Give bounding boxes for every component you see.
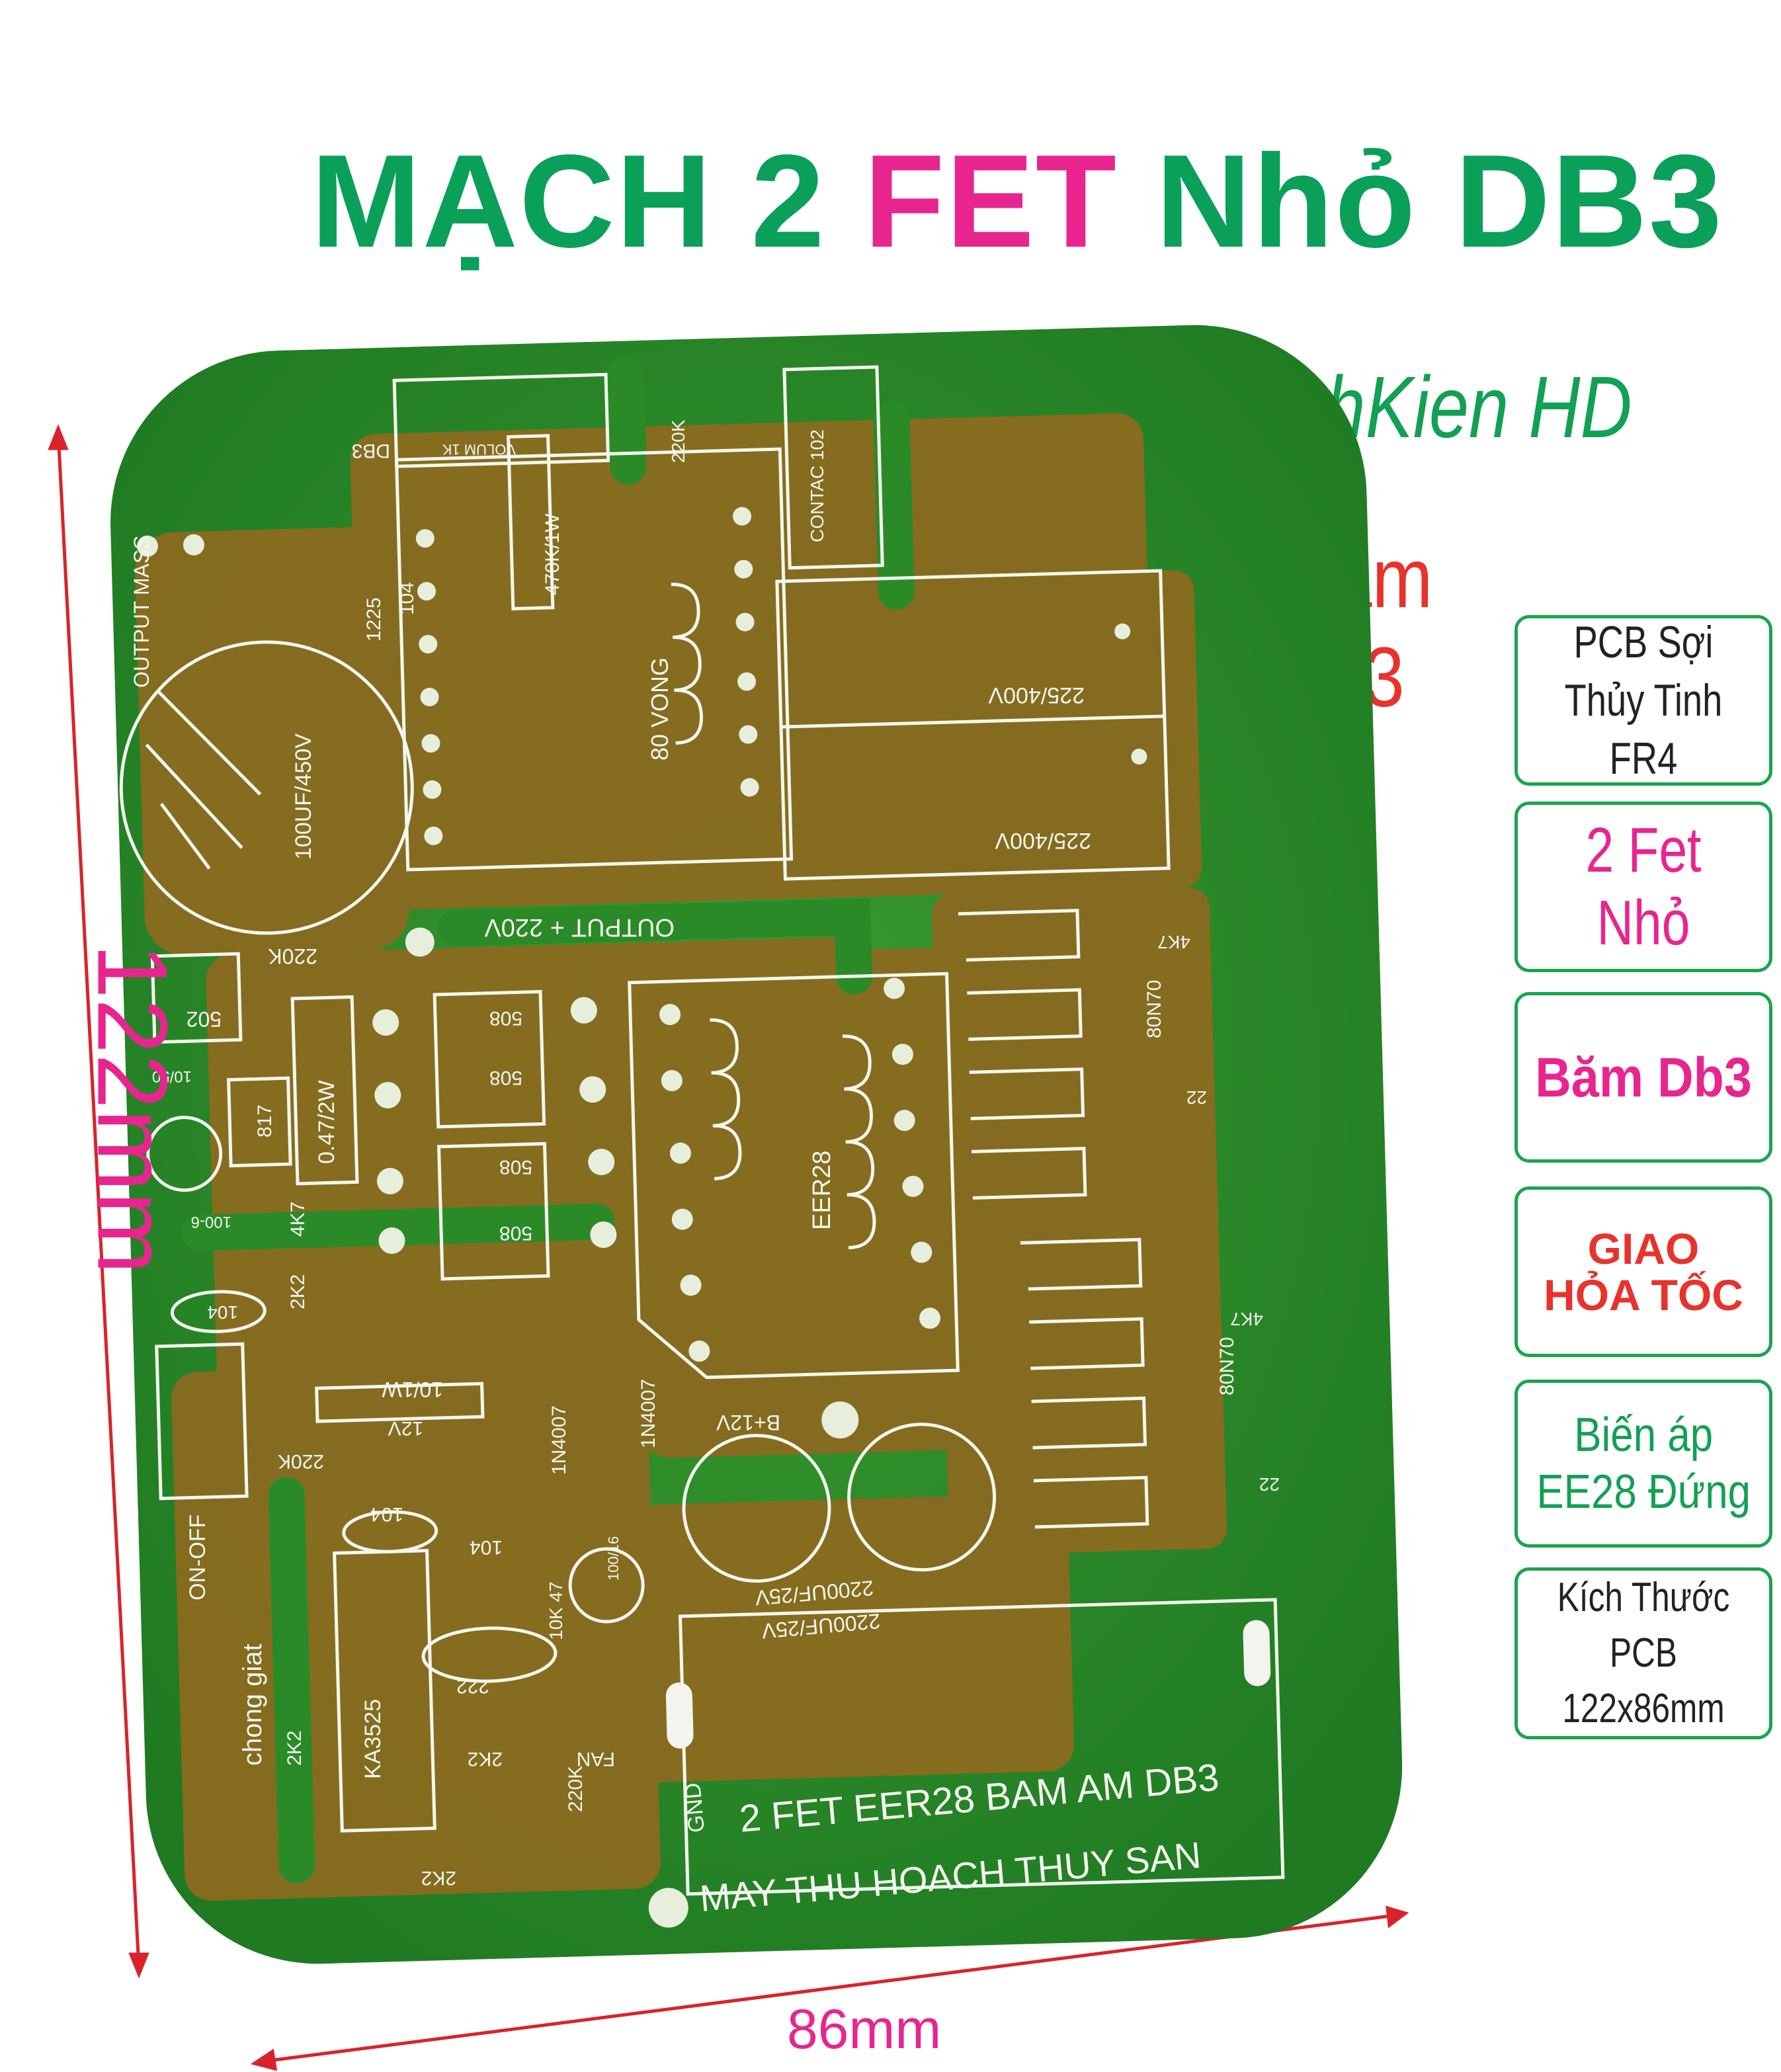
silk-c104: 104	[396, 582, 418, 615]
silk-c104-c: 104	[370, 1503, 403, 1525]
silk-c10k47: 10K 47	[546, 1581, 566, 1640]
title-part3: Nhỏ DB3	[1118, 128, 1723, 275]
silk-r2k2: 2K2	[287, 1274, 309, 1309]
silk-coil-80: 80 VONG	[646, 657, 673, 761]
title-part2: FET	[864, 128, 1118, 275]
silk-c10-16: 100/16	[605, 1536, 622, 1581]
silk-ic: KA3525	[360, 1699, 386, 1779]
feature-text: 2 Fet Nhỏ	[1585, 815, 1702, 958]
silk-d508-2: 508	[489, 1067, 522, 1089]
silk-c104-b: 104	[207, 1302, 238, 1323]
feature-text: PCB Sợi Thủy Tinh FR4	[1564, 617, 1723, 784]
silk-r4k7-a: 4K7	[1157, 932, 1190, 952]
silk-on-off: ON-OFF	[185, 1514, 210, 1600]
feature-box-fet: 2 Fet Nhỏ	[1514, 802, 1772, 972]
silk-d508-4: 508	[499, 1222, 532, 1244]
silk-r22-a: 22	[1186, 1087, 1207, 1108]
silk-c104-d: 104	[470, 1536, 503, 1558]
pcb-board	[110, 325, 1403, 1964]
silk-cap-big: 100UF/450V	[291, 733, 316, 860]
silk-r10-1w: 10/1W	[382, 1378, 443, 1401]
height-dimension-label: 122mm	[77, 943, 188, 1274]
silk-r220k-c: 220K	[565, 1766, 587, 1812]
silk-contac: CONTAC 102	[807, 429, 827, 542]
silk-c1225: 1225	[363, 597, 385, 642]
silk-d508-3: 508	[499, 1156, 532, 1178]
silk-c100-6: 100-6	[191, 1213, 231, 1231]
feature-box-db3: Băm Db3	[1514, 992, 1772, 1163]
feature-box-transformer: Biến áp EE28 Đứng	[1514, 1380, 1772, 1548]
silk-b12v: B+12V	[716, 1411, 780, 1434]
silk-cap-225-a: 225/400V	[988, 683, 1085, 708]
silk-r4k7-b: 4K7	[1230, 1309, 1263, 1329]
silk-eer28: EER28	[808, 1151, 836, 1230]
silk-gnd: GND	[681, 1782, 710, 1834]
silk-opto: 817	[254, 1104, 276, 1138]
dimension-lines	[48, 424, 1409, 2071]
silk-d1n4007-a: 1N4007	[548, 1405, 570, 1475]
silk-r2k2-d: 2K2	[421, 1867, 456, 1889]
silk-c10-50: 10/50	[152, 1067, 192, 1085]
feature-text: Băm Db3	[1535, 1046, 1752, 1108]
feature-text: Kích Thước PCB 122x86mm	[1557, 1575, 1730, 1731]
silk-r220k-b: 220K	[278, 1450, 324, 1472]
silk-output-220: OUTPUT + 220V	[484, 913, 675, 941]
silk-z12v: 12V	[388, 1417, 423, 1439]
silk-fet1: 80N70	[1143, 980, 1165, 1038]
silk-fan: FAN	[577, 1748, 615, 1770]
feature-text: Biến áp EE28 Đứng	[1536, 1409, 1751, 1518]
silk-fet2: 80N70	[1216, 1337, 1238, 1395]
silk-r502: 502	[186, 1007, 222, 1031]
silk-r4k7-c: 4K7	[287, 1202, 309, 1237]
silk-d1n4007-b: 1N4007	[638, 1379, 659, 1448]
feature-text: GIAO HỎA TỐC	[1544, 1224, 1743, 1319]
silk-cap-225-b: 225/400V	[995, 828, 1091, 853]
title-part1: MẠCH 2	[311, 128, 864, 275]
silk-db3: DB3	[352, 440, 390, 462]
feature-box-size: Kích Thước PCB 122x86mm	[1514, 1567, 1772, 1739]
silk-chong-giat: chong giat	[238, 1643, 267, 1766]
feature-box-delivery: GIAO HỎA TỐC	[1514, 1186, 1772, 1357]
silk-r2k2-b: 2K2	[284, 1731, 306, 1766]
silk-r220k-mid: 220K	[268, 944, 317, 968]
silk-output-mass: OUTPUT MASS	[130, 535, 153, 688]
silk-d508-1: 508	[489, 1007, 522, 1029]
silk-r047: 0.47/2W	[314, 1080, 339, 1164]
feature-box-pcb: PCB Sợi Thủy Tinh FR4	[1514, 615, 1772, 786]
silk-r220k-top: 220K	[668, 419, 688, 463]
silk-c222: 222	[456, 1675, 489, 1697]
width-dimension-label: 86mm	[787, 1998, 942, 2060]
silk-res-470k: 470K/1W	[542, 513, 563, 595]
page-title: MẠCH 2 FET Nhỏ DB3	[311, 126, 1723, 278]
silk-vol: VOLUM 1K	[442, 441, 516, 458]
silk-r22-b: 22	[1259, 1474, 1280, 1495]
silk-r2k2-c: 2K2	[468, 1748, 503, 1770]
